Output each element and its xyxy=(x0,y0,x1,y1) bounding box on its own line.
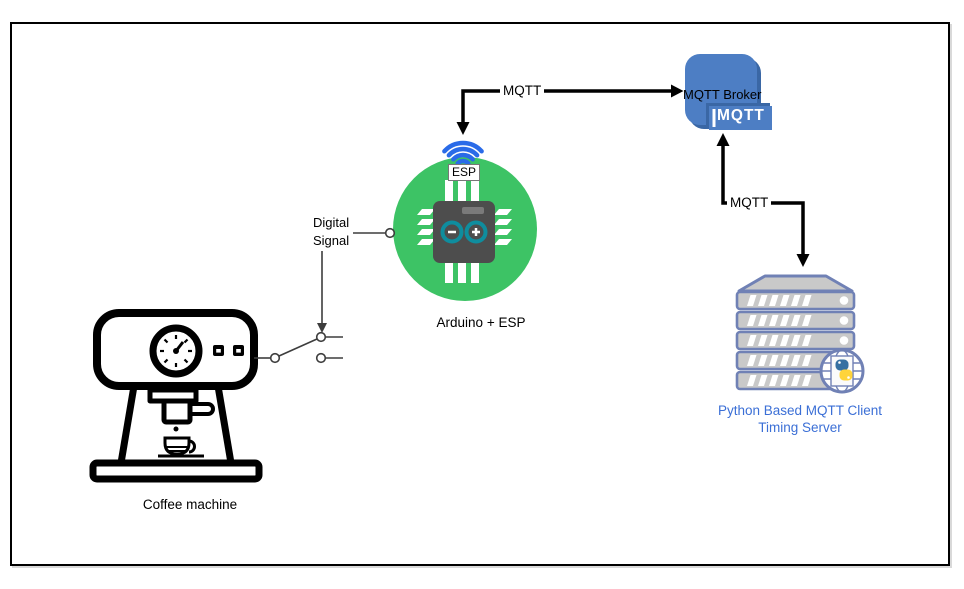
esp-broker-arrow-label: MQTT xyxy=(500,83,545,98)
digital-signal-line1: Digital xyxy=(313,215,350,230)
coffee-machine-label: Coffee machine xyxy=(142,497,238,512)
broker-server-arrow-label: MQTT xyxy=(727,195,772,210)
digital-signal-label: Digital Signal xyxy=(313,214,349,250)
mqtt-badge-label: MQTT xyxy=(717,107,765,124)
mqtt-broker-label: MQTT Broker xyxy=(683,87,762,102)
arduino-esp-label: Arduino + ESP xyxy=(436,315,526,330)
python-server-label: Python Based MQTT Client Timing Server xyxy=(690,402,910,436)
esp-badge-label: ESP xyxy=(448,164,481,181)
digital-signal-line2: Signal xyxy=(313,233,350,248)
diagram-canvas-border xyxy=(10,22,950,566)
python-server-label-line1: Python Based MQTT Client xyxy=(717,403,883,418)
python-server-label-line2: Timing Server xyxy=(758,420,842,435)
